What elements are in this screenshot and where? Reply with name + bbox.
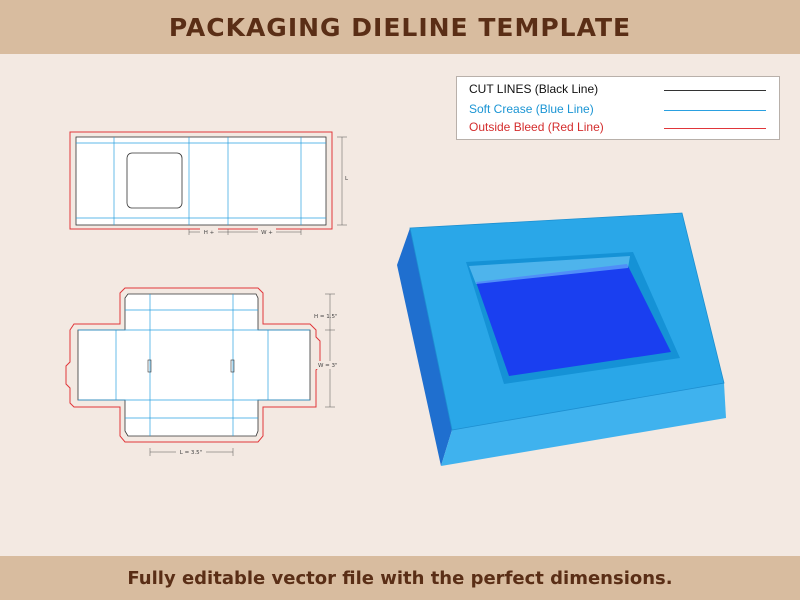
bottom-dim-height-label: H = 1.5" — [314, 314, 338, 320]
box-left-face — [397, 228, 452, 466]
legend-label-crease: Soft Crease (Blue Line) — [469, 102, 594, 116]
legend-row-bleed: Outside Bleed (Red Line) — [469, 119, 769, 137]
bottom-bleed-outline — [65, 287, 321, 443]
top-dim-width-label: W + — [261, 230, 273, 236]
legend-row-cut: CUT LINES (Black Line) — [469, 81, 769, 99]
bottom-lock-slot-left — [147, 359, 152, 373]
top-dim-length-label: L — [345, 176, 349, 182]
dieline-top: L H + W + — [69, 131, 349, 236]
box-mockup — [397, 212, 726, 466]
top-dim-height-label: H + — [204, 230, 215, 236]
bottom-cut-outline — [77, 293, 311, 437]
footer-tagline: Fully editable vector file with the perf… — [0, 556, 800, 600]
legend-label-bleed: Outside Bleed (Red Line) — [469, 120, 604, 134]
bottom-dim-width-label: W = 3" — [318, 363, 338, 369]
legend-label-cut: CUT LINES (Black Line) — [469, 82, 599, 96]
legend-swatch-crease — [664, 110, 766, 111]
page-title: PACKAGING DIELINE TEMPLATE — [0, 0, 800, 54]
dieline-bottom: H = 1.5" W = 3" L = 3.5" — [65, 287, 344, 456]
box-window-inner-edge — [469, 256, 630, 284]
legend-swatch-bleed — [664, 128, 766, 129]
legend-row-crease: Soft Crease (Blue Line) — [469, 101, 769, 119]
top-window-cutout — [126, 152, 183, 209]
line-legend: CUT LINES (Black Line) Soft Crease (Blue… — [456, 76, 780, 140]
legend-swatch-cut — [664, 90, 766, 91]
bottom-dim-length-label: L = 3.5" — [180, 450, 202, 456]
bottom-lock-slot-right — [230, 359, 235, 373]
top-cut-outline — [75, 136, 327, 226]
box-window — [476, 264, 671, 376]
box-front-face — [441, 383, 726, 466]
